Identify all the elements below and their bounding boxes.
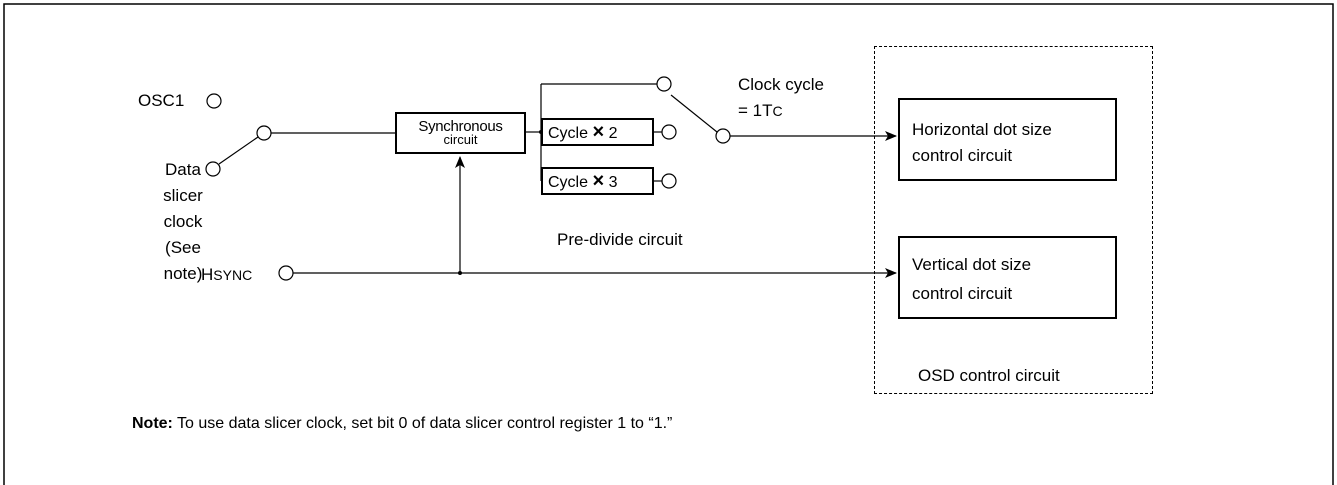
clock-cycle-line2: = 1TC: [738, 98, 824, 124]
cycle2-text: Cycle: [548, 125, 589, 142]
vertical-dot-size-box: Vertical dot size control circuit: [898, 236, 1117, 319]
horizontal-line2: control circuit: [912, 146, 1013, 165]
horizontal-dot-size-box: Horizontal dot size control circuit: [898, 98, 1117, 181]
hsync-label: HSYNC: [201, 265, 252, 285]
sync-line2: circuit: [443, 132, 478, 147]
cycle3-times: ×: [592, 170, 605, 192]
dsc-line1: Data: [165, 160, 201, 179]
input-switch-arm: [218, 136, 259, 165]
hsync-label-h: H: [201, 265, 214, 284]
note-text: To use data slicer clock, set bit 0 of d…: [172, 415, 673, 432]
cycle2-terminal: [661, 124, 677, 140]
clock-cycle-sub: C: [772, 103, 783, 119]
cycle-x3-box: Cycle × 3: [541, 167, 654, 195]
clock-cycle-eq: = 1T: [738, 101, 773, 120]
cycle3-text: Cycle: [548, 174, 589, 191]
cycle3-num: 3: [608, 174, 618, 191]
data-slicer-clock-label: Data slicer clock (See note): [152, 157, 214, 287]
dsc-line3: clock: [163, 212, 203, 231]
dsc-line5: note): [163, 264, 203, 283]
clock-cycle-label: Clock cycle = 1TC: [738, 72, 824, 124]
hsync-terminal: [278, 265, 294, 281]
pre-divide-label: Pre-divide circuit: [557, 230, 683, 249]
cycle3-terminal: [661, 173, 677, 189]
cycle-x2-box: Cycle × 2: [541, 118, 654, 146]
clock-cycle-line1: Clock cycle: [738, 75, 824, 94]
horizontal-line1: Horizontal dot size: [912, 120, 1052, 139]
dsc-line4: (See: [165, 238, 201, 257]
osd-control-label: OSD control circuit: [918, 366, 1060, 385]
sync-line1: Synchronous: [418, 118, 503, 135]
note-prefix: Note:: [132, 415, 173, 432]
cycle2-times: ×: [592, 121, 605, 143]
footnote: Note: To use data slicer clock, set bit …: [132, 414, 672, 434]
osc1-label: OSC1: [138, 91, 185, 110]
osd-control-region: [874, 46, 1153, 394]
osc1-terminal: [206, 93, 222, 109]
output-switch-arm: [670, 94, 718, 133]
dsc-line2: slicer: [163, 186, 203, 205]
figure-border: [3, 3, 1334, 485]
hsync-label-sync: SYNC: [213, 267, 253, 283]
vertical-line1: Vertical dot size: [912, 255, 1032, 274]
synchronous-circuit-box: Synchronous circuit: [395, 112, 526, 154]
data-slicer-terminal: [205, 161, 221, 177]
input-switch-pivot: [256, 125, 272, 141]
bypass-terminal: [656, 76, 672, 92]
output-switch-pivot: [715, 128, 731, 144]
cycle2-num: 2: [608, 125, 618, 142]
vertical-line2: control circuit: [912, 284, 1013, 303]
